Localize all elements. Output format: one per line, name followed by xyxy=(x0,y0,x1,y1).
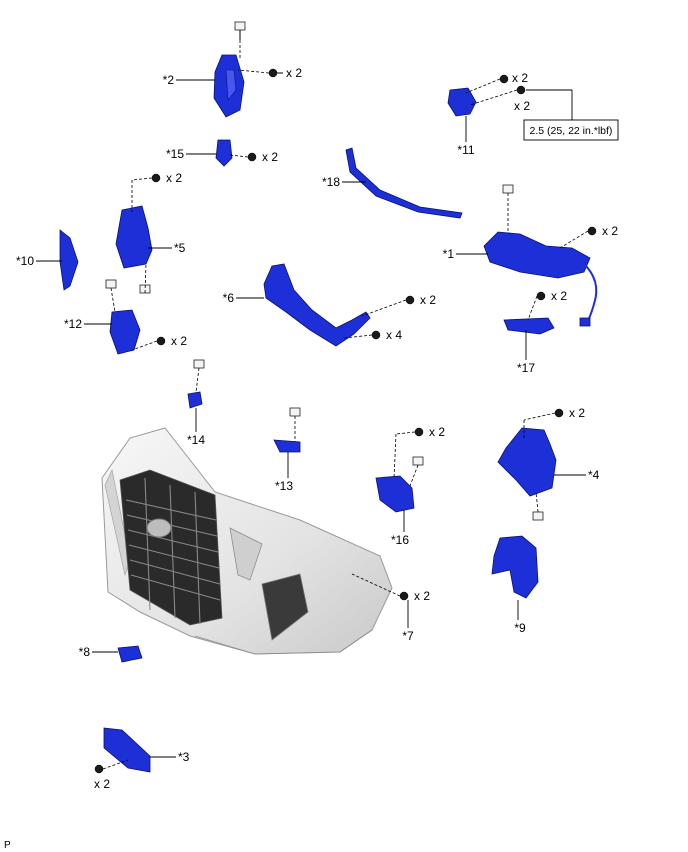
part-14-bracket xyxy=(187,391,203,409)
label-part-5: *5 xyxy=(174,241,186,255)
label-part-18: *18 xyxy=(322,175,340,189)
part-3-plate-bracket xyxy=(103,727,151,773)
qty-part-2-screw: x 2 xyxy=(286,66,302,80)
qty-part-6-upper: x 2 xyxy=(420,293,436,307)
torque-spec-text: 2.5 (25, 22 in.*lbf) xyxy=(530,125,613,137)
label-part-7: *7 xyxy=(402,629,414,643)
callout-labels: *2 *11 *15 *18 *1 *5 *10 *12 *6 *17 *14 … xyxy=(16,73,600,764)
qty-part-6-lower: x 4 xyxy=(386,328,402,342)
label-part-14: *14 xyxy=(187,433,205,447)
qty-part-17-screw: x 2 xyxy=(551,289,567,303)
part-13-bracket xyxy=(273,439,301,453)
part-11-bracket xyxy=(447,87,477,117)
part-10-bracket xyxy=(59,229,79,291)
label-part-10: *10 xyxy=(16,254,34,268)
qty-part-15-screw: x 2 xyxy=(262,150,278,164)
qty-part-3-screw: x 2 xyxy=(94,777,110,791)
assembly-lines xyxy=(102,40,589,770)
torque-spec-box: 2.5 (25, 22 in.*lbf) xyxy=(523,119,619,141)
label-part-4: *4 xyxy=(588,468,600,482)
qty-part-5-screw: x 2 xyxy=(166,171,182,185)
qty-part-1-screw: x 2 xyxy=(602,224,618,238)
qty-part-16-screw: x 2 xyxy=(429,425,445,439)
part-6-retainer xyxy=(263,263,371,347)
qty-part-12-screw: x 2 xyxy=(171,334,187,348)
part-18-strip xyxy=(345,147,463,219)
leader-lines xyxy=(36,79,586,758)
part-16-bracket xyxy=(375,475,415,513)
label-part-11: *11 xyxy=(457,143,474,157)
part-2-bracket xyxy=(213,54,245,118)
part-8-cover xyxy=(117,645,143,663)
part-17-bracket xyxy=(503,317,555,335)
qty-part-11-lower: x 2 xyxy=(514,99,530,113)
label-part-6: *6 xyxy=(223,291,235,305)
fasteners xyxy=(94,21,597,774)
label-part-2: *2 xyxy=(163,73,175,87)
part-9-cover xyxy=(491,535,539,599)
label-part-17: *17 xyxy=(517,361,535,375)
qty-part-11-upper: x 2 xyxy=(512,71,528,85)
label-part-16: *16 xyxy=(391,533,409,547)
front-bumper-cover xyxy=(101,427,393,655)
part-15-bracket xyxy=(215,139,233,167)
part-1-lamp xyxy=(483,231,598,327)
part-4-bracket xyxy=(497,427,557,497)
label-part-8: *8 xyxy=(79,645,91,659)
label-part-12: *12 xyxy=(64,317,82,331)
qty-part-7-screw: x 2 xyxy=(414,589,430,603)
part-12-bracket xyxy=(109,309,141,355)
label-part-3: *3 xyxy=(178,750,190,764)
label-part-15: *15 xyxy=(166,147,184,161)
footer-code: P xyxy=(4,840,11,851)
part-5-bracket xyxy=(115,205,153,269)
qty-part-4-screw: x 2 xyxy=(569,406,585,420)
label-part-1: *1 xyxy=(443,247,455,261)
quantity-labels: x 2 x 2 x 2 x 2 x 2 x 2 x 2 x 4 x 2 x 2 … xyxy=(94,66,618,791)
label-part-13: *13 xyxy=(275,479,293,493)
label-part-9: *9 xyxy=(514,621,526,635)
